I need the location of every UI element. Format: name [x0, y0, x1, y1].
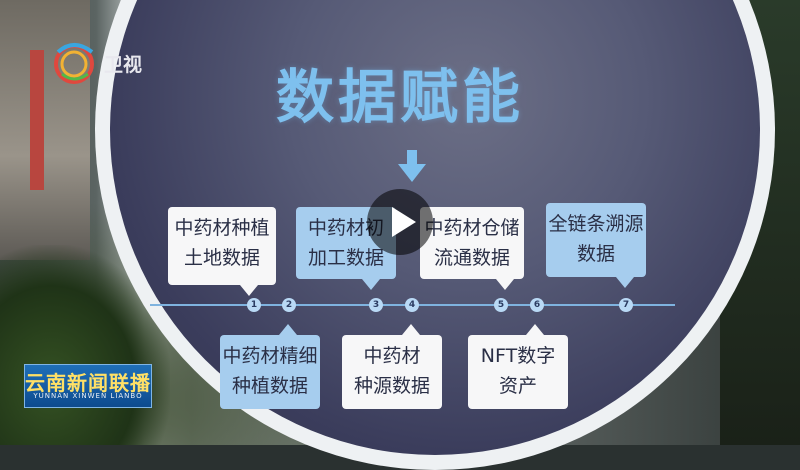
card-bottom-2: 中药材 种源数据 — [342, 335, 442, 409]
card-pointer — [279, 324, 297, 335]
timeline-node-7: 7 — [619, 298, 633, 312]
card-top-3: 中药材仓储 流通数据 — [420, 207, 524, 279]
timeline-node-4: 4 — [405, 298, 419, 312]
card-line: 中药材种植 — [174, 217, 270, 239]
card-line: 中药材 — [363, 345, 421, 367]
timeline-node-1: 1 — [247, 298, 261, 312]
play-button[interactable] — [367, 189, 433, 255]
play-icon — [392, 207, 416, 237]
card-top-1: 中药材种植 土地数据 — [168, 207, 276, 285]
down-arrow-icon — [398, 150, 426, 182]
timeline-node-3: 3 — [369, 298, 383, 312]
card-line: NFT数字 — [480, 345, 556, 367]
card-pointer — [526, 324, 544, 335]
timeline-node-5: 5 — [494, 298, 508, 312]
background-red-pillar — [30, 50, 44, 190]
card-line: 资产 — [498, 375, 537, 397]
card-line: 中药材精细 — [222, 345, 318, 367]
card-line: 土地数据 — [183, 247, 260, 269]
card-bottom-1: 中药材精细 种植数据 — [220, 335, 320, 409]
timeline-node-6: 6 — [530, 298, 544, 312]
card-top-4: 全链条溯源 数据 — [546, 203, 646, 277]
card-pointer — [240, 285, 258, 296]
card-line: 流通数据 — [433, 247, 510, 269]
card-line: 数据 — [576, 243, 615, 265]
channel-logo-text: 卫视 — [104, 54, 143, 76]
card-pointer — [362, 279, 380, 290]
card-line: 中药材仓储 — [424, 217, 520, 239]
card-pointer — [402, 324, 420, 335]
card-line: 种源数据 — [353, 375, 430, 397]
card-bottom-3: NFT数字 资产 — [468, 335, 568, 409]
card-pointer — [496, 279, 514, 290]
news-program-latin: YUNNAN XINWEN LIANBO — [33, 392, 143, 400]
board-title: 数据赋能 — [275, 63, 524, 131]
card-line: 中药材初 — [307, 217, 384, 239]
card-pointer — [616, 277, 634, 288]
card-line: 全链条溯源 — [548, 213, 644, 235]
card-line: 种植数据 — [231, 375, 308, 397]
news-program-title: 云南新闻联播 — [25, 371, 151, 395]
card-line: 加工数据 — [307, 247, 384, 269]
timeline-node-2: 2 — [282, 298, 296, 312]
channel-logo-icon — [54, 43, 94, 84]
news-program-badge: 云南新闻联播 YUNNAN XINWEN LIANBO — [24, 364, 152, 408]
